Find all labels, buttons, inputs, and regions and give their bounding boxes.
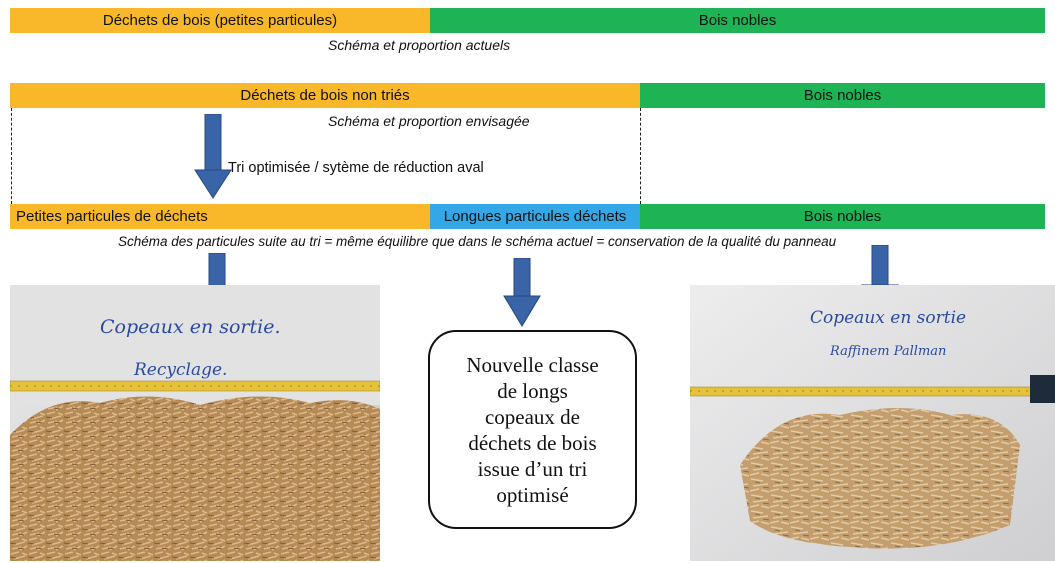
current-waste-bar: Déchets de bois (petites particules) <box>10 8 430 33</box>
callout-line: optimisé <box>496 482 569 507</box>
current-noble-wood-bar: Bois nobles <box>430 8 1045 33</box>
current-noble-wood-label: Bois nobles <box>698 12 777 29</box>
right-note-line2: Raffinem Pallman <box>829 344 946 359</box>
callout-line: déchets de bois <box>468 430 597 455</box>
sorted-noble-wood-label: Bois nobles <box>803 208 882 225</box>
small-particles-label: Petites particules de déchets <box>16 208 208 225</box>
callout-line: issue d’un tri <box>477 456 588 481</box>
new-class-callout: Nouvelle classe de longs copeaux de déch… <box>428 330 637 529</box>
left-note-line1: Copeaux en sortie. <box>100 316 281 338</box>
callout-line: de longs <box>497 378 568 403</box>
current-scheme-caption: Schéma et proportion actuels <box>328 37 511 53</box>
planned-waste-label: Déchets de bois non triés <box>240 87 410 104</box>
pallman-refiner-chips-photo: Copeaux en sortie Raffinem Pallman <box>690 285 1055 561</box>
small-particles-bar: Petites particules de déchets <box>10 204 430 229</box>
sorted-scheme-caption: Schéma des particules suite au tri = mêm… <box>118 234 837 249</box>
left-note-line2: Recyclage. <box>133 360 227 380</box>
long-particles-label: Longues particules déchets <box>443 208 627 225</box>
callout-line: Nouvelle classe <box>466 352 599 377</box>
planned-noble-wood-bar: Bois nobles <box>640 83 1045 108</box>
sorted-noble-wood-bar: Bois nobles <box>640 204 1045 229</box>
planned-scheme-caption: Schéma et proportion envisagée <box>328 113 530 129</box>
sorting-process-label: Tri optimisée / sytème de réduction aval <box>228 160 484 176</box>
long-particles-bar: Longues particules déchets <box>430 204 640 229</box>
callout-line: copeaux de <box>484 404 581 429</box>
right-note-line1: Copeaux en sortie <box>810 308 966 328</box>
recycling-chips-photo: Copeaux en sortie. Recyclage. <box>10 285 380 561</box>
planned-waste-bar: Déchets de bois non triés <box>10 83 640 108</box>
down-arrow-icon <box>194 114 232 199</box>
current-waste-label: Déchets de bois (petites particules) <box>102 12 338 29</box>
down-arrow-icon <box>503 258 541 327</box>
planned-noble-wood-label: Bois nobles <box>803 87 882 104</box>
sorting-process-box <box>11 108 641 204</box>
